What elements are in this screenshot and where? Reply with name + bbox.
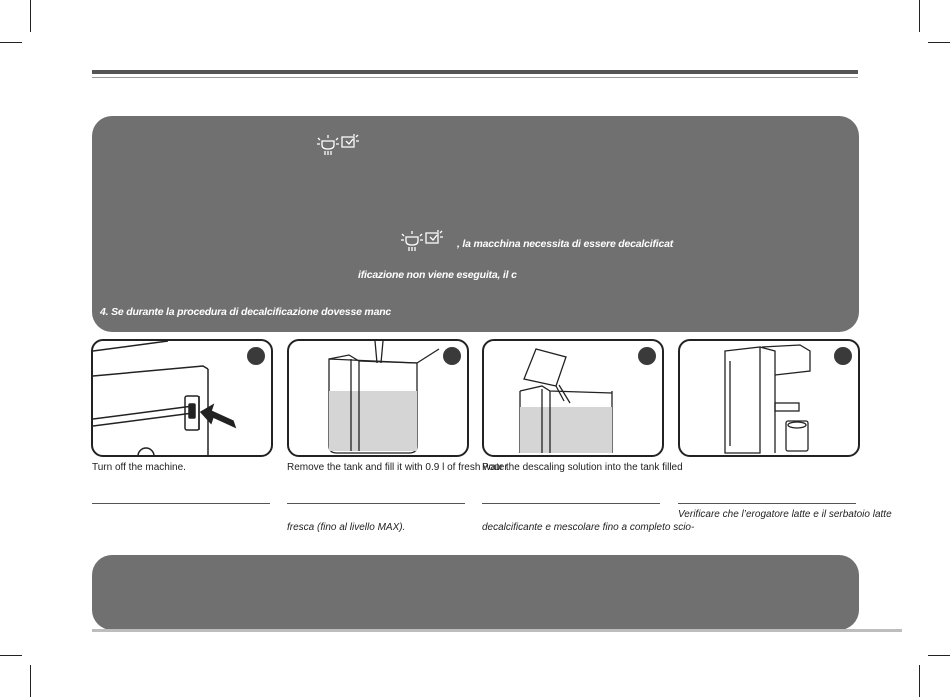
step-illustration-1 xyxy=(91,339,273,457)
crop-mark xyxy=(0,655,22,656)
coffee-machine-illustration xyxy=(724,344,811,454)
header-rule xyxy=(92,70,858,74)
info-panel-top: , la macchina necessita di essere decalc… xyxy=(92,116,859,332)
panel-text-line: , la macchina necessita di essere decalc… xyxy=(457,238,674,250)
descale-warning-icon xyxy=(317,134,359,155)
panel-text-line: ificazione non viene eseguita, il c xyxy=(358,269,517,281)
step-illustration-4 xyxy=(678,339,860,457)
info-panel-bottom xyxy=(92,555,859,630)
caption-separator xyxy=(482,503,660,504)
crop-mark xyxy=(919,0,920,32)
crop-mark xyxy=(30,665,31,697)
step-caption-en: Pour the descaling solution into the tan… xyxy=(482,462,683,473)
page-footer-bar xyxy=(92,629,902,632)
panel-text-line: 4. Se durante la procedura di decalcific… xyxy=(100,306,392,318)
caption-separator xyxy=(92,503,270,504)
caption-separator xyxy=(678,503,856,504)
crop-mark xyxy=(928,655,950,656)
step-illustration-2 xyxy=(287,339,469,457)
crop-mark xyxy=(0,42,22,43)
step-number-badge xyxy=(638,347,656,365)
step-caption-en: Remove the tank and fill it with 0.9 l o… xyxy=(287,462,508,473)
step-number-badge xyxy=(247,347,265,365)
step-caption-it: fresca (fino al livello MAX). xyxy=(287,522,406,533)
step-number-badge xyxy=(443,347,461,365)
step-caption-en: Turn off the machine. xyxy=(92,462,186,473)
crop-mark xyxy=(928,42,950,43)
step-caption-it: decalcificante e mescolare fino a comple… xyxy=(482,522,695,533)
header-rule-thin xyxy=(92,77,858,78)
tank-fill-illustration xyxy=(328,341,440,454)
step-illustration-3 xyxy=(482,339,664,457)
step-caption-it: Verificare che l’erogatore latte e il se… xyxy=(678,509,892,520)
caption-separator xyxy=(287,503,465,504)
crop-mark xyxy=(919,665,920,697)
descale-warning-icon xyxy=(401,230,443,251)
step-number-badge xyxy=(834,347,852,365)
pour-solution-illustration xyxy=(519,348,613,453)
machine-switch-illustration xyxy=(93,341,237,455)
crop-mark xyxy=(30,0,31,32)
